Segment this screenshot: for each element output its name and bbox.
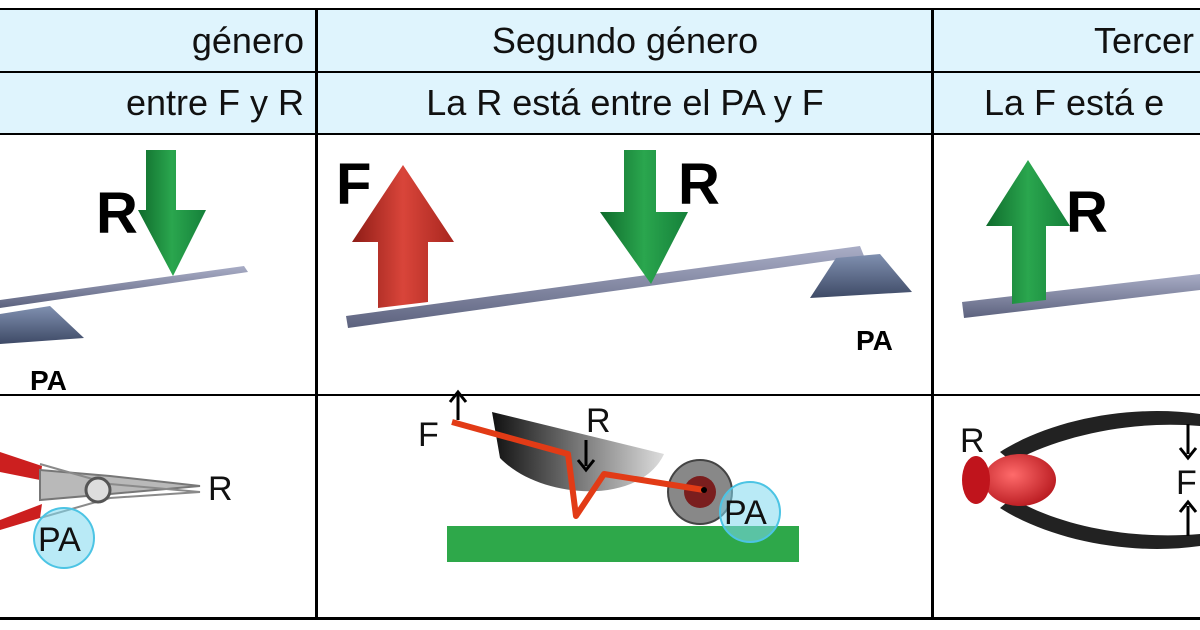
resistance-arrow-icon — [600, 150, 688, 284]
force-arrow-icon — [352, 165, 454, 308]
wheelbarrow-bin — [492, 412, 664, 492]
pliers-handle-bottom — [0, 504, 42, 530]
first-pa-label: PA — [30, 365, 67, 396]
pliers-pivot — [84, 476, 112, 504]
pliers-r-label: R — [208, 470, 233, 508]
tweezers-arm-bottom — [1000, 498, 1200, 549]
tweezers-arm-top — [1000, 411, 1200, 462]
first-class-title: género — [191, 19, 304, 61]
wheelbarrow-frame — [451, 419, 705, 519]
pliers-illustration: PA R — [0, 452, 233, 569]
grid-middle-line — [0, 394, 1200, 396]
fulcrum-icon — [0, 306, 84, 344]
rule-third-class: La F está e — [934, 73, 1200, 133]
resistance-arrow-icon — [986, 160, 1070, 304]
tweezers-illustration: R F — [960, 411, 1200, 549]
third-r-label: R — [1066, 180, 1108, 245]
pliers-pa-label: PA — [38, 521, 81, 559]
first-class-rule: entre F y R — [125, 82, 304, 123]
fulcrum-icon — [810, 254, 912, 298]
grid-top-line — [0, 8, 1200, 10]
header-second-class: Segundo género — [318, 10, 932, 71]
rule-second-class: La R está entre el PA y F — [318, 73, 932, 133]
grid-bottom-line — [0, 617, 1200, 620]
tweezers-r-label: R — [960, 422, 985, 460]
grid-header-line — [0, 71, 1200, 73]
second-r-label: R — [678, 152, 720, 217]
wheelbarrow-pa-label: PA — [724, 494, 767, 532]
resistance-arrow-icon — [138, 150, 206, 276]
wheelbarrow-r-label: R — [586, 402, 611, 440]
second-class-lever: F R PA — [336, 150, 912, 356]
grid-divider-right — [931, 8, 934, 620]
pliers-handle-top — [0, 452, 42, 480]
header-first-class: género — [0, 10, 316, 71]
second-class-title: Segundo género — [491, 19, 759, 61]
header-third-class: Tercer — [934, 10, 1200, 71]
third-class-title: Tercer — [1094, 19, 1195, 61]
wheelbarrow-illustration: F R PA — [418, 389, 799, 562]
second-pa-label: PA — [856, 325, 893, 356]
pivot-point-icon — [33, 507, 95, 569]
grid-rule-line — [0, 133, 1200, 135]
beam — [346, 246, 864, 328]
red-object-icon — [984, 454, 1056, 506]
red-object-end — [962, 456, 990, 504]
pivot-point-icon — [719, 481, 781, 543]
third-class-rule: La F está e — [984, 82, 1165, 123]
second-class-rule: La R está entre el PA y F — [426, 82, 824, 123]
third-class-lever: R — [962, 160, 1200, 318]
rule-first-class: entre F y R — [0, 73, 316, 133]
wheelbarrow-f-label: F — [418, 416, 439, 454]
first-class-lever: R PA — [0, 150, 248, 396]
first-r-label: R — [96, 181, 138, 246]
beam — [0, 266, 248, 308]
beam — [962, 274, 1200, 318]
grid-divider-left — [315, 8, 318, 620]
second-f-label: F — [336, 152, 371, 217]
tweezers-f-label: F — [1176, 464, 1197, 502]
